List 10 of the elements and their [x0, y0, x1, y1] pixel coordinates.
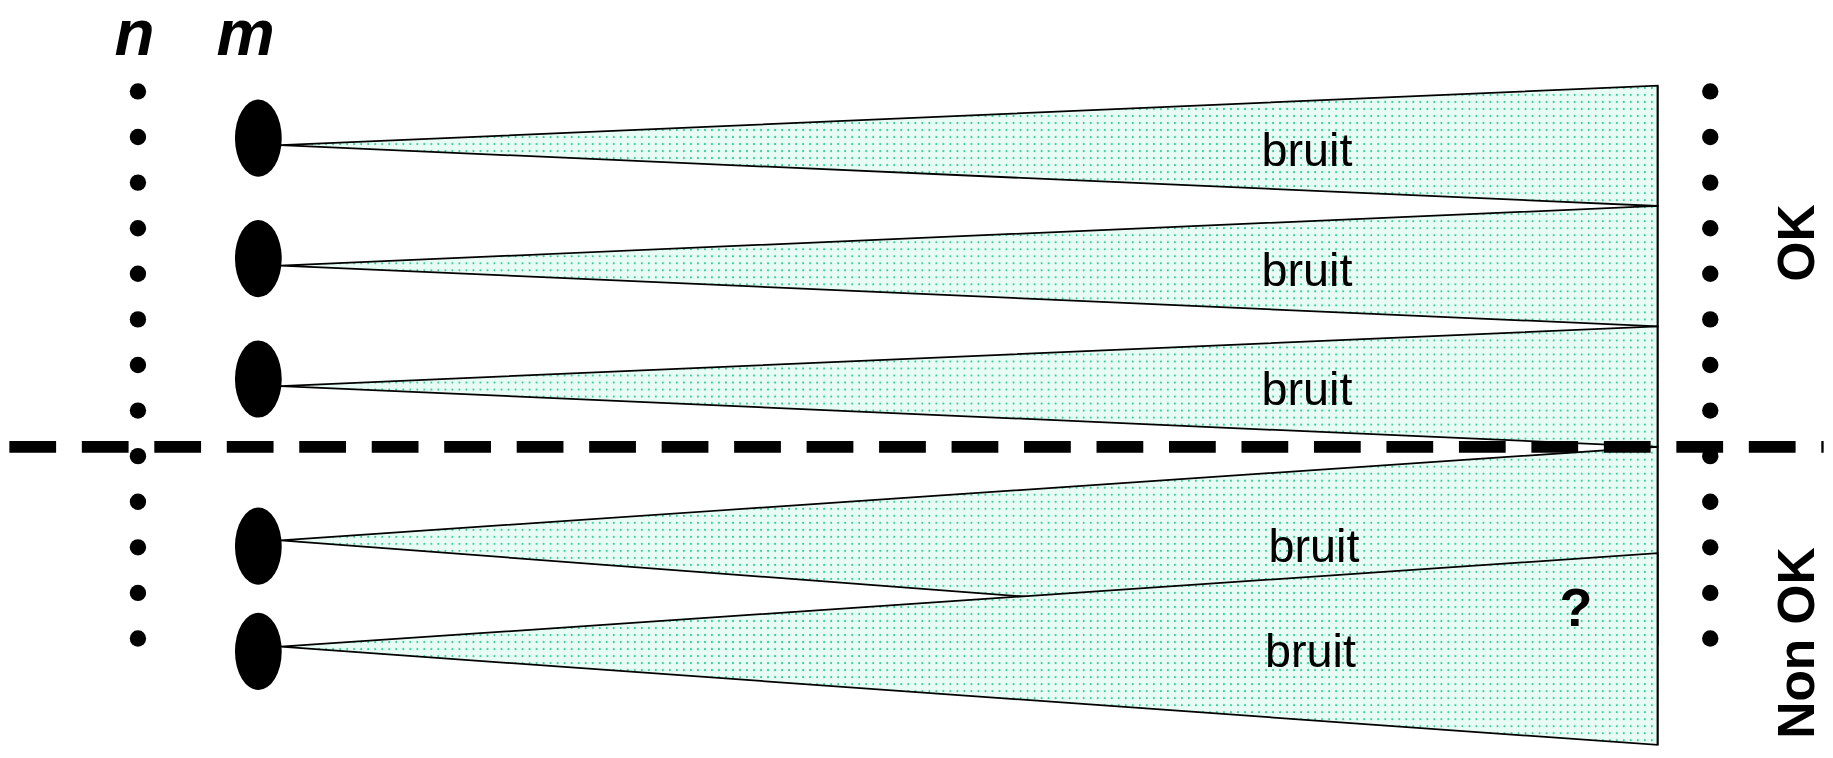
zone-label: Non OK — [1771, 547, 1823, 739]
noise-label: bruit — [1261, 365, 1353, 413]
zone-label: OK — [1771, 204, 1823, 282]
noise-label: bruit — [1261, 126, 1353, 173]
noise-label: bruit — [1268, 522, 1360, 570]
question-mark: ? — [1559, 581, 1593, 635]
noise-label: bruit — [1261, 246, 1353, 294]
variable-label: m — [216, 0, 275, 66]
noise-label: bruit — [1265, 627, 1356, 675]
variable-label: n — [114, 0, 155, 66]
